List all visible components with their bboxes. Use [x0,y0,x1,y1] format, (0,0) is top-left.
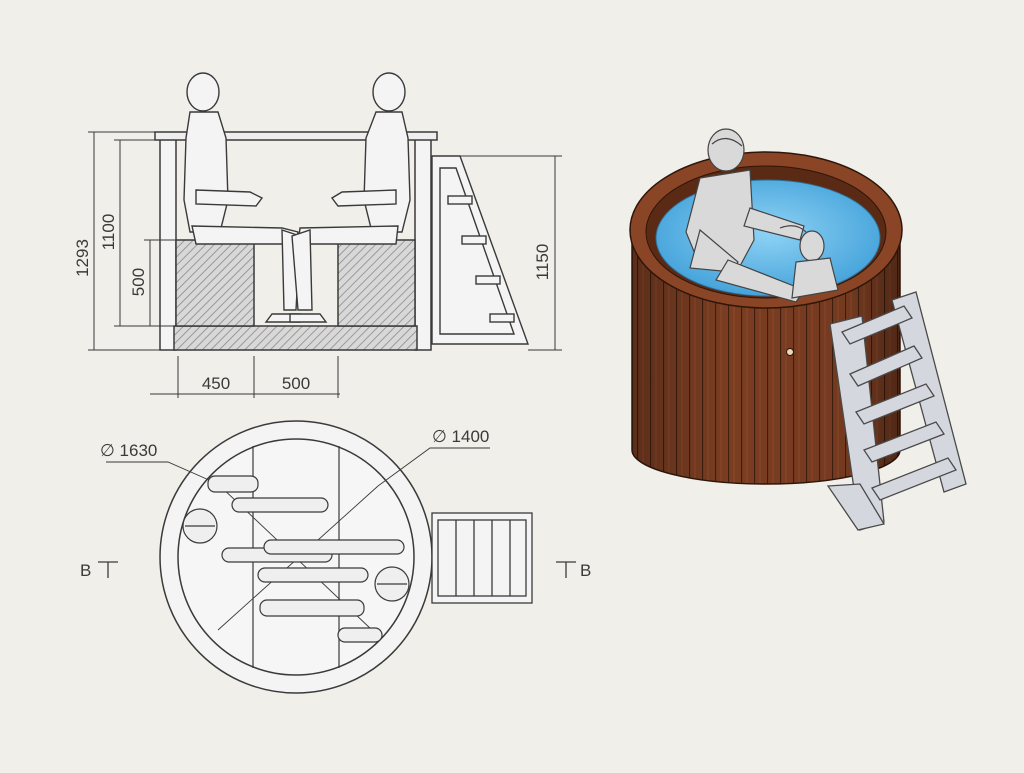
dimension-lines-bottom [150,356,340,398]
ladder-iso [826,291,967,531]
tub-rim [154,131,438,141]
seat-left [175,239,255,327]
ladder-step-3 [855,383,935,425]
figures-top [182,475,410,643]
stair-side [431,155,529,345]
ladder-step-4 [863,421,945,463]
dim-seat-depth: 450 [202,374,230,393]
dim-rim-height: 1100 [99,214,118,251]
section-label-left: B [80,561,91,580]
figure-right [289,72,411,323]
tub-handle [786,348,794,356]
dim-outer-diameter: ∅ 1630 [100,441,157,460]
dim-stair-height: 1150 [533,244,552,281]
ladder-step-1 [841,305,913,345]
dimension-lines-right [460,155,562,351]
dim-seat-height: 500 [129,268,148,296]
iso-view [629,128,967,531]
ladder-step-2 [849,345,923,387]
dimension-lines-left [88,131,176,351]
section-label-right: B [580,561,591,580]
dim-overall-height: 1293 [73,239,92,277]
stair-top [431,512,533,604]
section-marker-right [556,561,576,578]
tub-right-wall [414,137,432,351]
section-marker-left [98,561,118,578]
tub-left-wall [159,137,177,351]
dim-leg-space: 500 [282,374,310,393]
top-view [98,420,576,694]
figures-iso [685,128,839,303]
seat-right [337,239,416,327]
ladder-step-5 [871,457,957,501]
tub-floor [173,325,418,351]
side-view [88,72,562,398]
dim-inner-diameter: ∅ 1400 [432,427,489,446]
